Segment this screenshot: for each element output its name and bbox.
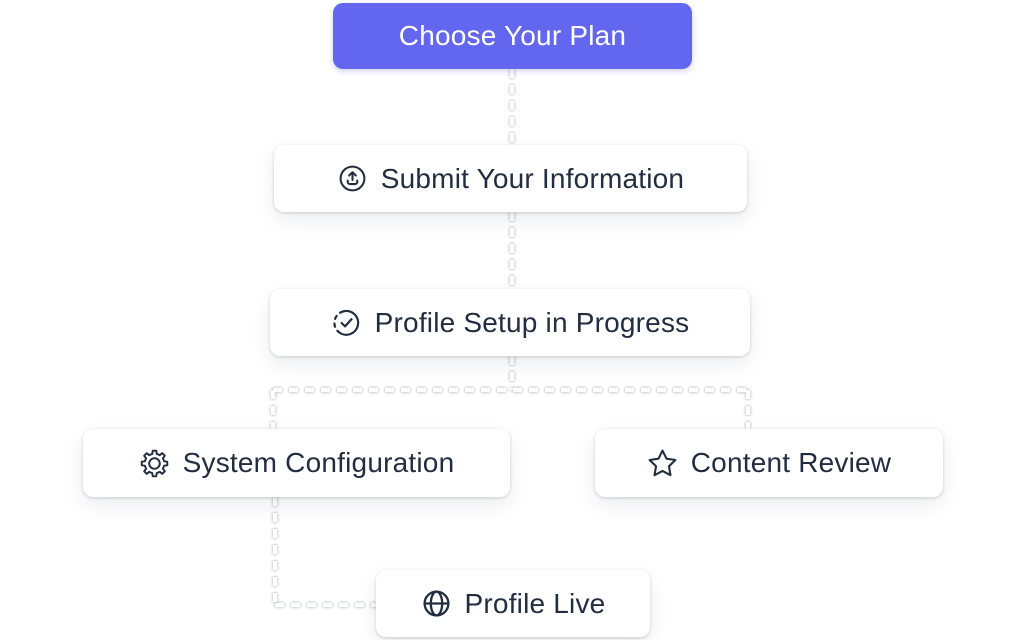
node-content-review[interactable]: Content Review: [595, 429, 943, 497]
node-label: Profile Setup in Progress: [374, 306, 690, 338]
dashed-connector-path: [270, 69, 751, 608]
star-icon: [647, 448, 678, 479]
gear-icon: [139, 448, 170, 479]
node-submit-your-information[interactable]: Submit Your Information: [274, 145, 747, 212]
globe-icon: [421, 588, 452, 619]
node-profile-live[interactable]: Profile Live: [376, 570, 650, 637]
node-label: System Configuration: [182, 447, 455, 478]
node-profile-setup-in-progress[interactable]: Profile Setup in Progress: [270, 289, 750, 356]
node-label: Submit Your Information: [380, 162, 685, 194]
progress-check-icon: [331, 307, 362, 338]
node-system-configuration[interactable]: System Configuration: [83, 429, 510, 497]
node-label: Profile Live: [464, 587, 606, 619]
node-choose-your-plan[interactable]: Choose Your Plan: [333, 3, 692, 69]
upload-icon: [337, 163, 368, 194]
node-label: Content Review: [690, 447, 892, 478]
node-label: Choose Your Plan: [398, 20, 627, 51]
